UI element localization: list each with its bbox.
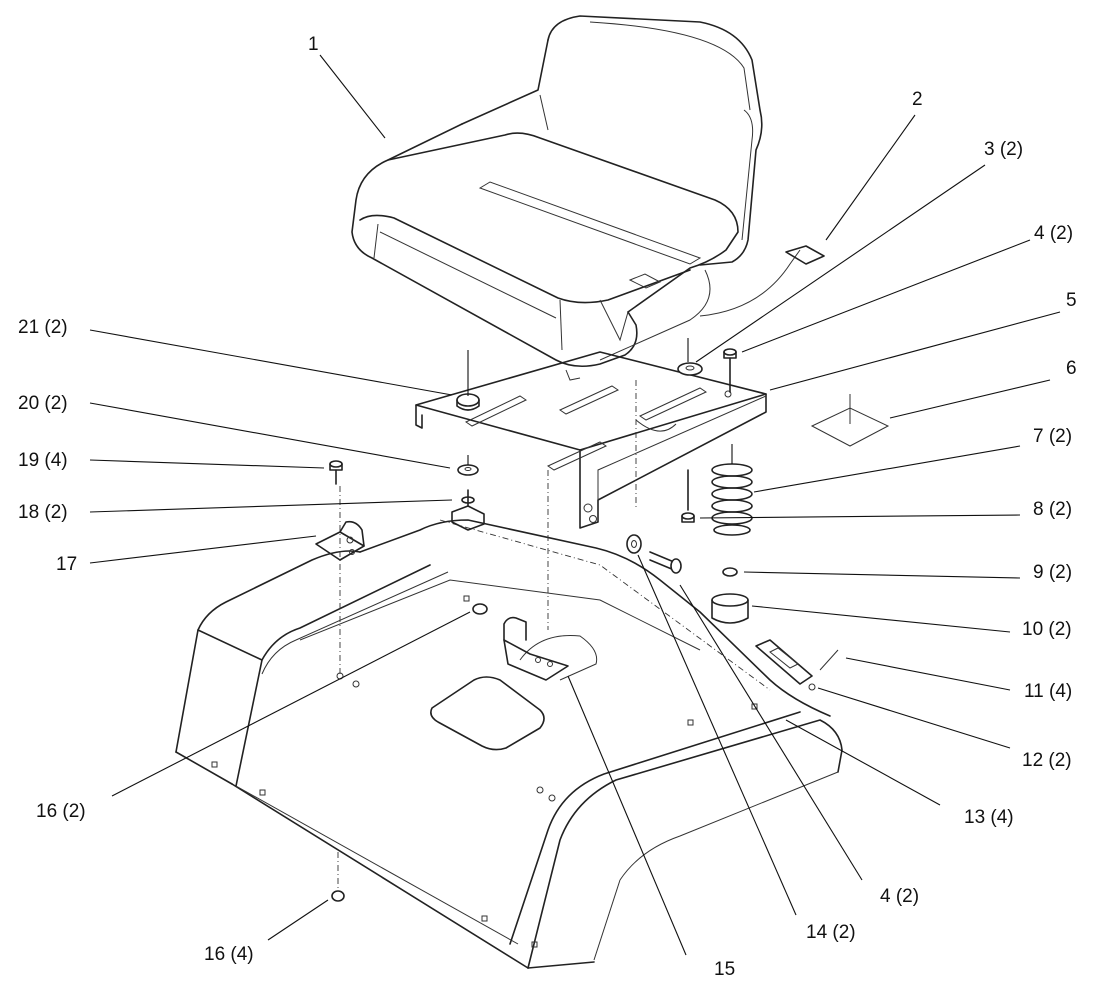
callout-9: 9 (2) [1033, 562, 1072, 583]
callout-12: 12 (2) [1022, 750, 1072, 771]
seat-part [351, 15, 801, 381]
bumper [711, 593, 749, 624]
decal [810, 407, 890, 447]
washer-bolt-low [626, 534, 682, 574]
callout-8: 8 (2) [1033, 499, 1072, 520]
bolt-top [723, 348, 737, 393]
callout-labels: 1 2 3 (2) 4 (2) 5 6 7 (2) 8 (2) 9 (2) 10… [18, 34, 1077, 980]
callout-17: 17 [56, 554, 77, 575]
seat-tag [785, 245, 825, 265]
callout-3: 3 (2) [984, 139, 1023, 160]
seat-plate [415, 351, 767, 529]
leader-lines [89, 54, 1061, 956]
nut-16-body [472, 603, 488, 615]
callout-16-two: 16 (2) [36, 801, 86, 822]
callout-16-four: 16 (4) [204, 944, 254, 965]
callout-7: 7 (2) [1033, 426, 1072, 447]
nut-9 [722, 567, 738, 577]
bolt-19 [329, 460, 343, 485]
hardware-washers [456, 338, 703, 476]
spring [711, 444, 753, 536]
bracket-12 [755, 639, 839, 691]
callout-1: 1 [308, 34, 319, 55]
nut-16-below [331, 890, 345, 902]
fender-body [175, 380, 843, 969]
callout-11: 11 (4) [1024, 681, 1072, 702]
callout-21: 21 (2) [18, 317, 68, 338]
callout-19: 19 (4) [18, 450, 68, 471]
callout-15: 15 [714, 959, 735, 980]
callout-4-bottom: 4 (2) [880, 886, 919, 907]
pivot-bracket [503, 616, 569, 681]
callout-5: 5 [1066, 290, 1077, 311]
callout-2: 2 [912, 89, 923, 110]
callout-10: 10 (2) [1022, 619, 1072, 640]
callout-6: 6 [1066, 358, 1077, 379]
callout-20: 20 (2) [18, 393, 68, 414]
callout-4-top: 4 (2) [1034, 223, 1073, 244]
callout-18: 18 (2) [18, 502, 68, 523]
callout-14: 14 (2) [806, 922, 856, 943]
callout-13: 13 (4) [964, 807, 1014, 828]
knob [451, 489, 485, 531]
bracket-17 [315, 520, 365, 561]
bolt-8 [681, 469, 695, 523]
